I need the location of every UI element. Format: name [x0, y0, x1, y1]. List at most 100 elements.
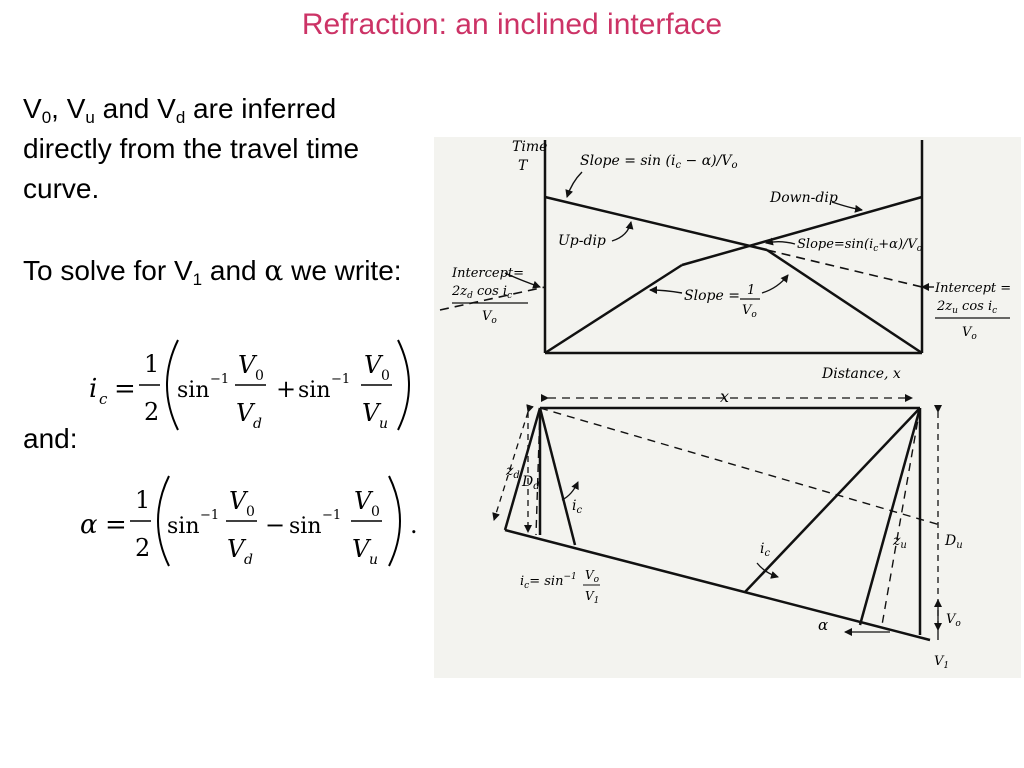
dipping-interface [504, 528, 931, 642]
formula-alpha-num1: V [229, 487, 249, 515]
downgoing-ray [538, 407, 577, 546]
and-label: and: [23, 423, 78, 454]
ic-mid-label: ic [760, 541, 770, 559]
travel-time-arrows [504, 171, 934, 295]
v0-label: Vo [946, 612, 961, 629]
formula-ic-left-paren [166, 339, 179, 431]
formula-ic-right-paren [397, 339, 410, 431]
zd-dimension-arrow [492, 404, 534, 521]
slope-right-label: Slope=sin(ic+α)/Vo [797, 237, 923, 254]
formula-ic-sin-1: sin [177, 378, 210, 403]
ic-mid-arrow [756, 562, 779, 579]
v1-label: V1 [934, 654, 949, 671]
slope-mid-label: Slope = [684, 288, 740, 304]
formula-alpha-den1: V [227, 535, 247, 563]
formula-ic-lhs-sub: c [99, 390, 108, 408]
zu-dashed [881, 407, 921, 626]
formula-ic-num1: V [238, 351, 258, 379]
geometry-dashed [535, 407, 941, 626]
zd-label: zd [505, 463, 520, 481]
intercept-left-den: Vo [482, 309, 497, 326]
formula-ic-plus: + [276, 375, 296, 403]
downdip-direct-segment [544, 263, 683, 355]
refraction-figure: Time T Slope = sin (ic − α)/Vo Down-dip … [434, 137, 1021, 678]
formula-alpha-minus: − [265, 511, 285, 539]
travel-time-labels: Time T Slope = sin (ic − α)/Vo Down-dip … [451, 139, 1011, 382]
formula-alpha-sin-2: sin [289, 514, 322, 539]
slope-top-label: Slope = sin (ic − α)/Vo [580, 153, 737, 171]
zu-normal [858, 407, 922, 626]
intercept-right-label: Intercept = [934, 281, 1011, 296]
formula-ic: i c = 1 2 sin −1 V 0 V d + sin −1 V 0 V … [89, 339, 410, 432]
up-dip-arrow [611, 221, 634, 242]
slide-title: Refraction: an inclined interface [301, 8, 723, 41]
up-dip-label: Up-dip [558, 233, 606, 249]
distance-axis-label: Distance, x [821, 366, 901, 382]
ic-equation-den: V1 [585, 589, 599, 606]
formula-alpha-den1-sub: d [244, 552, 253, 568]
formula-ic-num2-sub: 0 [381, 368, 390, 384]
formula-alpha-body: α = 1 2 sin −1 V 0 V d − sin −1 V 0 V u … [80, 475, 418, 568]
intro-line-2: directly from the travel time [23, 133, 360, 164]
formula-alpha-sin-1: sin [167, 514, 200, 539]
downdip-extension [439, 286, 546, 311]
formula-alpha: α = 1 2 sin −1 V 0 V d − sin −1 V 0 V u … [80, 475, 418, 568]
formula-alpha-period: . [410, 511, 418, 539]
ic-left-label: ic [572, 498, 582, 516]
updip-extension [766, 249, 923, 288]
slope-mid-num: 1 [747, 283, 755, 298]
ic-equation-num: Vo [585, 568, 600, 585]
time-axis-label: Time [512, 139, 547, 155]
formula-ic-body: i c = 1 2 sin −1 V 0 V d + sin −1 V 0 V … [89, 339, 410, 432]
Du-label: Du [944, 533, 963, 551]
formula-alpha-num2: V [354, 487, 374, 515]
formula-alpha-half-num: 1 [135, 486, 150, 514]
formula-alpha-equals: = [105, 510, 127, 540]
updip-refraction-line [544, 195, 768, 252]
slope-right-arrow [765, 237, 796, 246]
formula-ic-lhs: i [89, 374, 97, 404]
refraction-geometry [503, 406, 931, 642]
geometry-annotation-arrows [492, 394, 942, 640]
formula-alpha-den2: V [352, 535, 372, 563]
formula-alpha-right-paren [388, 475, 401, 567]
formula-ic-equals: = [114, 374, 136, 404]
slope-mid-arrow [649, 286, 683, 295]
ic-left-arrow [561, 481, 579, 501]
formula-alpha-num1-sub: 0 [246, 504, 255, 520]
Dd-label: Dd [521, 474, 540, 492]
formula-alpha-den2-sub: u [369, 552, 378, 568]
formula-alpha-half-den: 2 [135, 534, 150, 562]
formula-ic-num1-sub: 0 [255, 368, 264, 384]
ic-equation-label: ic= sin−1 [520, 572, 577, 591]
formula-ic-den2-sub: u [379, 416, 388, 432]
downdip-refraction-line [681, 195, 923, 267]
formula-alpha-left-paren [157, 475, 170, 567]
formula-ic-half-num: 1 [144, 350, 159, 378]
formula-ic-sin-2: sin [298, 378, 331, 403]
formula-ic-den1: V [236, 399, 256, 427]
intro-line-1: V0, Vu and Vd are inferred [23, 93, 337, 127]
formula-ic-num2: V [364, 351, 384, 379]
formula-alpha-lhs: α [80, 510, 98, 540]
geometry-labels: x zd Dd ic ic zu Du ic= sin−1 Vo V1 α Vo… [505, 387, 963, 671]
intercept-left-label: Intercept= [451, 266, 524, 281]
slope-mid-den: Vo [742, 303, 757, 320]
down-dip-label: Down-dip [769, 190, 838, 206]
formula-ic-half-den: 2 [144, 398, 159, 426]
slope-mid-arrow-right [761, 274, 789, 294]
formula-alpha-inv-1: −1 [200, 508, 219, 523]
intercept-left-arrow [504, 272, 541, 289]
travel-time-plot [439, 140, 924, 355]
time-symbol: T [518, 158, 529, 174]
intercept-right-den: Vo [962, 325, 977, 342]
updip-direct-segment [766, 248, 923, 355]
formula-ic-den1-sub: d [253, 416, 262, 432]
formula-ic-den2: V [362, 399, 382, 427]
down-dip-arrow [831, 201, 863, 213]
solve-line: To solve for V1 and α we write: [23, 254, 402, 289]
formula-ic-inv-1: −1 [210, 372, 229, 387]
alpha-label: α [818, 616, 828, 634]
x-label: x [720, 387, 729, 406]
intercept-left-expr: 2zd cos ic [451, 284, 512, 301]
